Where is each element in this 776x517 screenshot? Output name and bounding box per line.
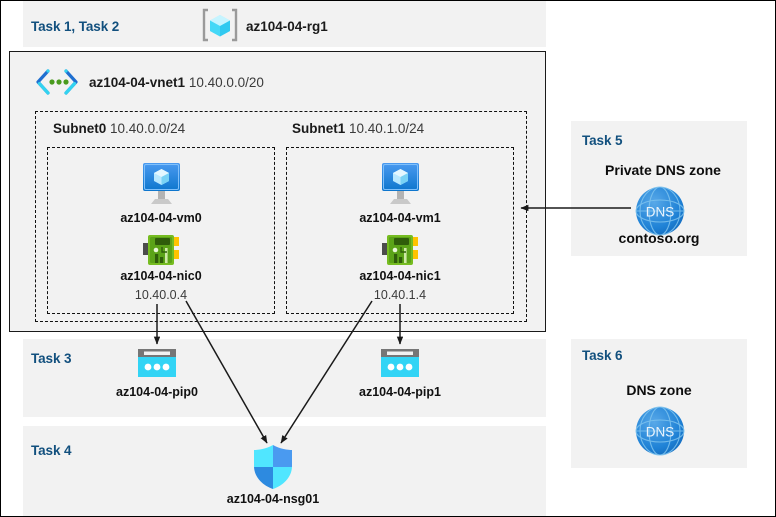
nic0-label: az104-04-nic0 [120,269,202,283]
public-ip-address-icon [136,347,178,381]
nic1-label: az104-04-nic1 [359,269,441,283]
vm0-label: az104-04-vm0 [120,211,202,225]
nsg-label: az104-04-nsg01 [226,492,320,506]
subnet0-header: Subnet0 10.40.0.0/24 [53,121,185,136]
subnet1-cidr: 10.40.1.0/24 [349,121,425,136]
dns-icon-text: DNS [646,425,675,440]
resource-group-panel [23,1,546,47]
pip0-label: az104-04-pip0 [116,385,198,399]
vnet-header: az104-04-vnet1 10.40.0.0/20 [89,75,264,90]
vnet-address-space: 10.40.0.0/20 [188,75,264,90]
subnet0-box [47,147,275,314]
network-security-group-icon [251,444,295,490]
subnet0-cidr: 10.40.0.0/24 [110,121,186,136]
subnet0-name: Subnet0 [53,121,107,136]
pip1-label: az104-04-pip1 [359,385,441,399]
dns-zone-name: contoso.org [618,230,700,246]
task-4-label: Task 4 [31,443,72,458]
dns-zone-icon: DNS [634,185,686,237]
nic0-ip: 10.40.0.4 [134,288,188,302]
resource-group-name-text: az104-04-rg1 [246,19,328,34]
network-interface-icon [382,233,420,267]
task-3-panel [23,339,546,417]
virtual-machine-icon [371,159,429,209]
subnet1-header: Subnet1 10.40.1.0/24 [292,121,424,136]
dns-icon-text: DNS [646,205,675,220]
vnet-box [9,51,546,332]
dns-zone-icon: DNS [634,405,686,457]
dns-zone-heading: DNS zone [626,382,692,398]
task-3-label: Task 3 [31,351,72,366]
vm1-label: az104-04-vm1 [359,211,441,225]
task-5-label: Task 5 [582,133,623,148]
nic1-ip: 10.40.1.4 [373,288,427,302]
resource-group-name: az104-04-rg1 [246,19,328,34]
task-1-2-label: Task 1, Task 2 [31,19,120,34]
virtual-network-icon [35,69,79,95]
task-6-label: Task 6 [582,348,623,363]
subnet1-name: Subnet1 [292,121,346,136]
resource-group-icon [201,7,239,43]
private-dns-zone-heading: Private DNS zone [605,162,721,178]
network-interface-icon [143,233,181,267]
public-ip-address-icon [379,347,421,381]
vnet-name: az104-04-vnet1 [89,75,186,90]
virtual-machine-icon [132,159,190,209]
